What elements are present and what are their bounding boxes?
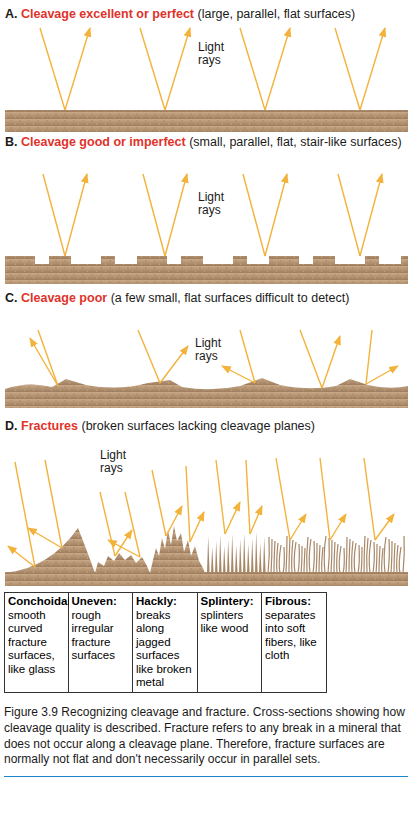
light-ray — [364, 458, 375, 540]
light-ray — [43, 174, 65, 256]
light-ray — [265, 174, 287, 256]
fracture-description: separates into soft fibers, like cloth — [265, 609, 323, 663]
splintery-fracture — [207, 532, 266, 573]
poor-cleavage-slab — [5, 378, 408, 408]
generated-strokes — [5, 256, 408, 573]
light-ray — [250, 506, 262, 534]
fracture-description: rough irregular fracture surfaces — [72, 609, 130, 663]
panel-subheading: (large, parallel, flat surfaces) — [198, 7, 356, 21]
heading-line: D.Fractures(broken surfaces lacking clea… — [5, 418, 407, 434]
light-ray — [320, 458, 330, 540]
light-ray — [366, 366, 398, 384]
light-ray — [290, 514, 306, 540]
fracture-type: Hackly: — [136, 595, 194, 609]
light-ray — [243, 174, 265, 256]
fracture-type: Fibrous: — [265, 595, 323, 609]
light-ray — [338, 174, 360, 256]
panel-heading: Cleavage good or imperfect — [21, 135, 186, 149]
panel-heading: Cleavage poor — [21, 291, 107, 305]
heading-line: C.Cleavage poor (a few small, flat surfac… — [5, 290, 407, 306]
light-ray — [186, 466, 190, 542]
light-ray — [65, 28, 90, 110]
light-ray — [125, 492, 140, 557]
light-ray — [160, 346, 188, 383]
fracture-type: Splintery: — [201, 595, 259, 609]
light-ray — [28, 528, 62, 548]
panel-subheading: (small, parallel, flat, stair-like surfa… — [189, 135, 402, 149]
light-ray — [15, 462, 35, 567]
light-ray — [165, 28, 190, 110]
light-ray — [225, 502, 240, 534]
conchoidal-fracture — [5, 528, 95, 573]
panel-subheading: (broken surfaces lacking cleavage planes… — [81, 419, 314, 433]
light-rays-label: Light rays — [98, 448, 142, 476]
figure-caption: Figure 3.9 Recognizing cleavage and frac… — [4, 705, 408, 777]
light-ray — [366, 330, 372, 384]
panel-letter: B. — [5, 135, 18, 149]
light-ray — [240, 28, 265, 110]
light-ray — [143, 174, 165, 256]
light-rays-label: Light rays — [196, 190, 240, 218]
table-cell: Uneven:rough irregular fracture surfaces — [69, 592, 134, 693]
light-ray — [246, 460, 250, 534]
fracture-type: Uneven: — [72, 595, 130, 609]
light-ray — [45, 460, 62, 548]
mineral-surfaces — [5, 110, 408, 586]
light-ray — [40, 28, 65, 110]
light-ray — [375, 514, 394, 540]
panel-letter: A. — [5, 7, 18, 21]
light-ray — [216, 460, 225, 534]
fracture-description: smooth curved fracture surfaces, like gl… — [8, 609, 65, 677]
light-ray — [222, 366, 255, 383]
light-ray — [360, 28, 385, 110]
fracture-description: splinters like wood — [201, 609, 259, 636]
uneven-fracture — [95, 553, 150, 573]
fracture-type: Conchoidal: — [8, 595, 65, 609]
light-ray — [322, 336, 340, 388]
table-cell: Fibrous:separates into soft fibers, like… — [262, 592, 327, 693]
panel-heading: Fractures — [21, 419, 78, 433]
light-ray — [360, 174, 382, 256]
light-ray — [100, 492, 115, 556]
panel-subheading: (a few small, flat surfaces difficult to… — [111, 291, 350, 305]
light-ray — [152, 470, 166, 536]
light-ray — [330, 514, 346, 540]
light-ray — [30, 338, 58, 386]
heading-line: B.Cleavage good or imperfect(small, para… — [5, 134, 407, 150]
light-ray — [276, 458, 290, 540]
table-cell: Conchoidal:smooth curved fracture surfac… — [4, 592, 69, 693]
light-rays-label: Light rays — [193, 336, 237, 364]
fracture-base-slab — [5, 572, 408, 586]
light-ray — [140, 28, 165, 110]
fibrous-fracture — [268, 536, 404, 573]
light-ray — [65, 174, 87, 256]
light-ray — [138, 330, 160, 383]
panel-heading: Cleavage excellent or perfect — [21, 7, 194, 21]
hackly-fracture — [150, 526, 205, 573]
fracture-description: breaks along jagged surfaces like broken… — [136, 609, 194, 690]
heading-line: A.Cleavage excellent or perfect (large, p… — [5, 6, 407, 22]
light-rays-label: Light rays — [196, 40, 240, 68]
panel-letter: D. — [5, 419, 18, 433]
light-ray — [165, 174, 187, 256]
light-ray — [300, 330, 322, 388]
light-ray — [240, 330, 255, 383]
light-ray — [108, 540, 140, 557]
light-ray — [166, 506, 182, 536]
light-ray — [190, 512, 204, 542]
light-rays — [8, 28, 398, 567]
imperfect-cleavage-slab — [5, 256, 408, 284]
light-ray — [335, 28, 360, 110]
panel-letter: C. — [5, 291, 18, 305]
table-cell: Hackly:breaks along jagged surfaces like… — [133, 592, 198, 693]
light-ray — [265, 28, 290, 110]
perfect-cleavage-slab — [5, 110, 408, 132]
light-ray — [8, 546, 35, 567]
table-cell: Splintery:splinters like wood — [198, 592, 263, 693]
